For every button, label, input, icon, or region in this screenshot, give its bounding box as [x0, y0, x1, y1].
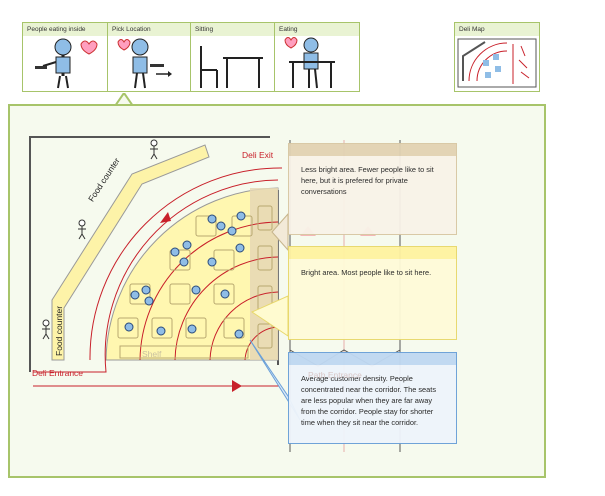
food-counter-bottom-label: Food counter: [54, 305, 64, 356]
thumb-label: People eating inside: [23, 23, 107, 36]
annotation-middle: Bright area. Most people like to sit her…: [288, 246, 457, 340]
deli-entrance-label: Deli Entrance: [32, 368, 84, 378]
thumb-eating[interactable]: Eating: [274, 22, 360, 92]
annotation-header: [289, 353, 456, 365]
thumb-label: Sitting: [191, 23, 275, 36]
annotation-header: [289, 144, 456, 156]
annotation-bottom: Average customer density. People concent…: [288, 352, 457, 444]
thumb-label: Pick Location: [108, 23, 192, 36]
chair-table-icon: [200, 46, 263, 88]
shelf-label: Shelf: [142, 349, 162, 359]
annotation-header: [289, 247, 456, 259]
thumb-label: Deli Map: [455, 23, 539, 36]
annotation-bottom-text: Average customer density. People concent…: [301, 374, 437, 427]
thumb-label: Eating: [275, 23, 359, 36]
person-seated-icon: [284, 37, 335, 89]
deli-exit-label: Deli Exit: [242, 150, 274, 160]
annotation-top: Less bright area. Fewer people like to s…: [288, 143, 457, 235]
person-eating-icon: [35, 38, 98, 89]
annotation-middle-text: Bright area. Most people like to sit her…: [301, 268, 432, 277]
annotation-top-text: Less bright area. Fewer people like to s…: [301, 165, 434, 196]
thumb-sitting[interactable]: Sitting: [190, 22, 276, 92]
thumb-people-eating-inside[interactable]: People eating inside: [22, 22, 108, 92]
person-picking-icon: [117, 38, 172, 89]
thumb-deli-map[interactable]: Deli Map: [454, 22, 540, 92]
deli-map-icon: [457, 38, 537, 88]
path-entrance-label: Path Entrance: [308, 370, 362, 380]
